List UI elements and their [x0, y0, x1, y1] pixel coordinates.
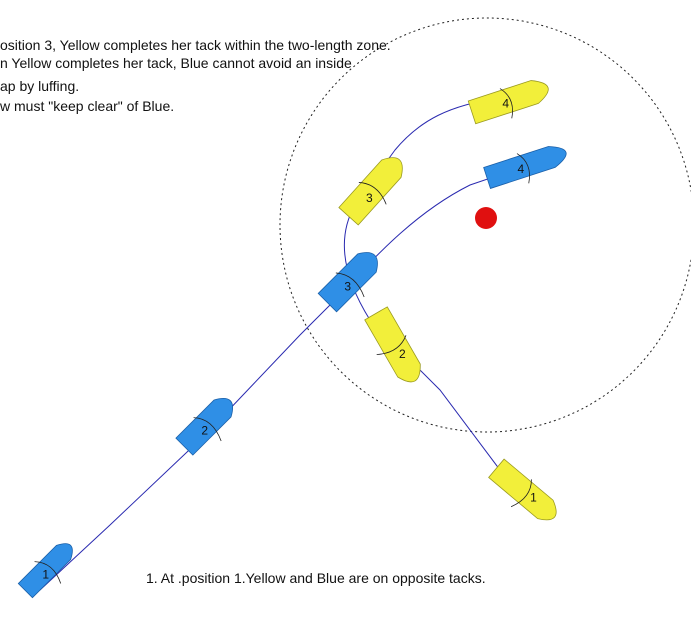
blue-boat-4: 4 — [483, 146, 567, 189]
yellow-boat-4-label: 4 — [502, 96, 509, 110]
caption-position-1: 1. At .position 1.Yellow and Blue are on… — [146, 570, 486, 586]
yellow-boat-1: 1 — [488, 458, 557, 521]
blue-boat-2: 2 — [175, 397, 234, 456]
note-line-4: w must "keep clear" of Blue. — [0, 98, 175, 114]
note-line-2: n Yellow completes her tack, Blue cannot… — [0, 55, 352, 71]
yellow-boat-1-label: 1 — [530, 491, 537, 505]
blue-boat-3: 3 — [317, 252, 378, 313]
yellow-boat-3: 3 — [338, 157, 403, 226]
yellow-track — [343, 97, 531, 511]
yellow-boat-4: 4 — [467, 80, 549, 125]
note-line-3: ap by luffing. — [0, 78, 80, 94]
mark-buoy — [475, 207, 497, 229]
blue-boat-4-label: 4 — [517, 162, 524, 176]
blue-boat-1-label: 1 — [42, 568, 49, 582]
yellow-boat-2: 2 — [364, 306, 421, 383]
blue-track — [39, 167, 521, 591]
two-length-zone-circle — [279, 17, 691, 433]
blue-boat-3-label: 3 — [344, 280, 351, 294]
blue-boat-1: 1 — [17, 543, 73, 599]
yellow-boat-3-label: 3 — [366, 191, 373, 205]
note-line-1: osition 3, Yellow completes her tack wit… — [0, 37, 391, 53]
blue-boat-2-label: 2 — [201, 424, 208, 438]
yellow-boat-2-label: 2 — [399, 347, 406, 361]
